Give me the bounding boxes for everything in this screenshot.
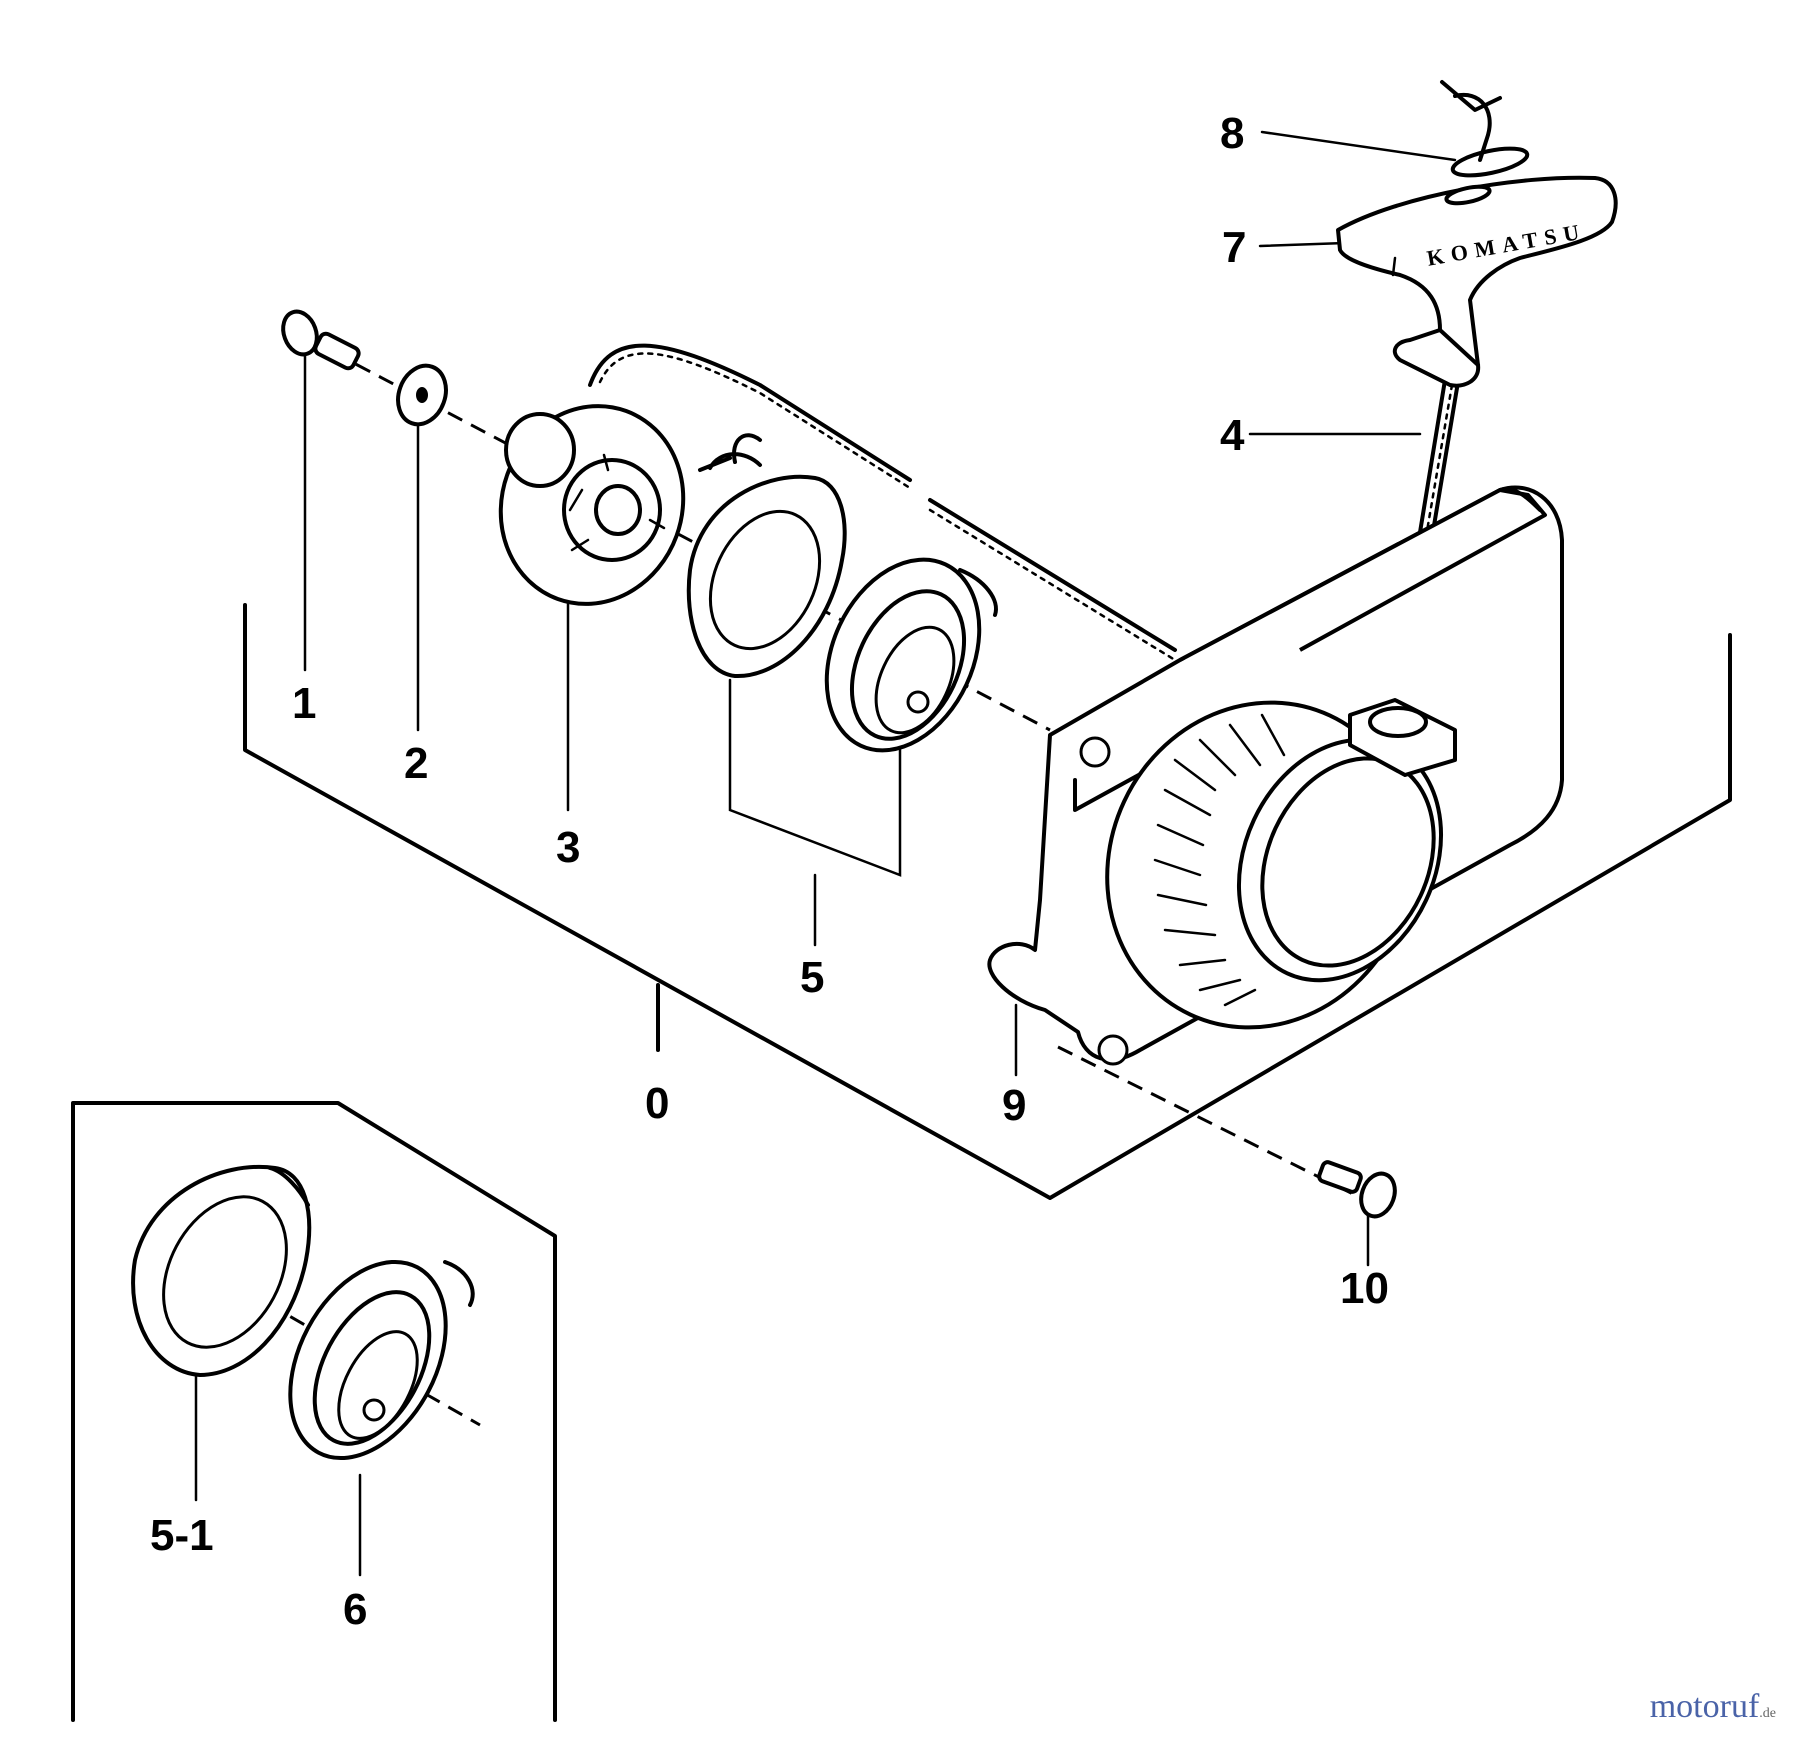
part-recoil-spring-inset [288,1259,475,1461]
callout-9: 9 [1002,1081,1026,1130]
callout-7: 7 [1222,223,1246,272]
callout-5: 5 [800,953,824,1002]
part-washer [396,363,448,427]
part-starter-housing [987,485,1564,1066]
part-starter-handle: KOMATSU [1336,175,1618,388]
watermark-tld: .de [1759,1706,1776,1721]
callout-labels: 1 2 3 5 0 9 4 7 8 10 5-1 6 [150,109,1389,1634]
part-spring-case [686,433,847,679]
callout-10: 10 [1340,1264,1389,1313]
callout-1: 1 [292,679,316,728]
callout-8: 8 [1220,109,1244,158]
inset-box [71,1101,557,1722]
callout-6: 6 [343,1585,367,1634]
part-rope-retainer [1440,80,1530,206]
part-screw [1317,1160,1397,1219]
watermark-logo: motoruf.de [1650,1688,1776,1726]
callout-2: 2 [404,739,428,788]
part-pulley [498,404,686,606]
part-recoil-spring [824,557,998,753]
part-spring-case-inset [131,1164,312,1377]
callout-4: 4 [1220,411,1245,460]
watermark-brand: motoruf [1649,1688,1760,1725]
callout-5-1: 5-1 [150,1511,214,1560]
leader-lines [194,130,1457,1577]
callout-0: 0 [645,1079,669,1128]
part-bolt [281,309,361,371]
callout-3: 3 [556,823,580,872]
assembly-bracket [243,603,1732,1200]
